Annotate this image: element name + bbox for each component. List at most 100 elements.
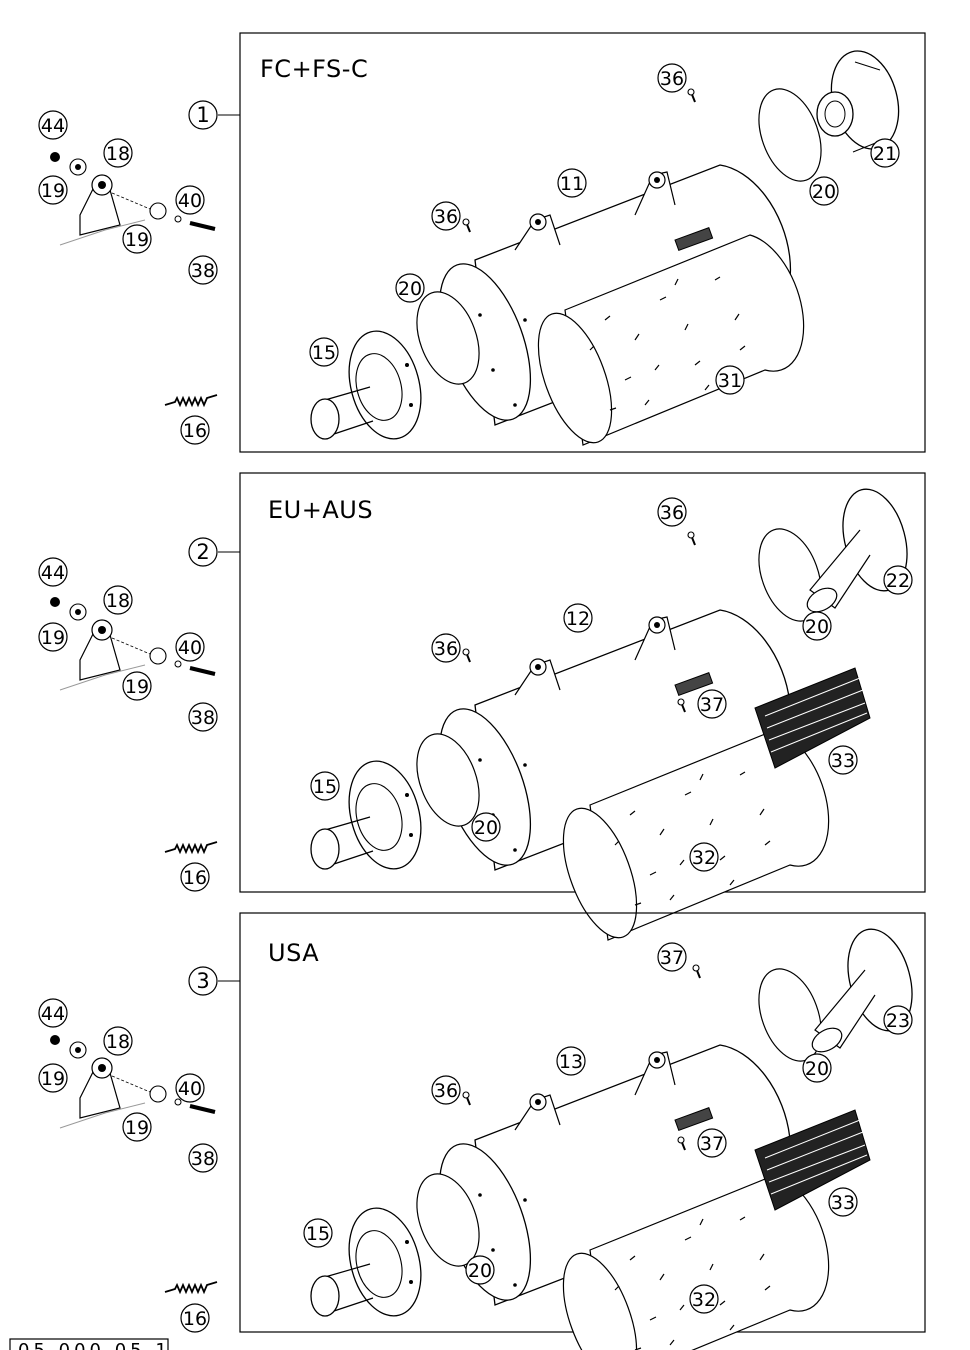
part-number-label: 20 bbox=[468, 1260, 492, 1282]
part-number-label: 38 bbox=[191, 707, 215, 729]
part-number-label: 19 bbox=[41, 1068, 65, 1090]
part-number-label: 36 bbox=[660, 68, 684, 90]
callout-circle bbox=[395, 273, 425, 303]
variant-number: 1 bbox=[196, 103, 209, 127]
variant-number: 2 bbox=[196, 540, 209, 564]
callout-circle bbox=[180, 1303, 210, 1333]
part-number-label: 19 bbox=[125, 1117, 149, 1139]
callout-circle bbox=[38, 998, 68, 1028]
callout-circle bbox=[557, 168, 587, 198]
spring-part bbox=[164, 841, 218, 853]
callout-circle bbox=[38, 1063, 68, 1093]
part-number-label: 15 bbox=[312, 342, 336, 364]
section-1: FC+FS-C 1 bbox=[48, 32, 926, 453]
end-cap-tailpipe bbox=[807, 921, 924, 1058]
part-number-label: 23 bbox=[886, 1010, 910, 1032]
part-number-label: 32 bbox=[692, 1289, 716, 1311]
section-title: FC+FS-C bbox=[260, 55, 368, 83]
screw-part bbox=[462, 648, 471, 663]
callout-circle bbox=[175, 185, 205, 215]
callout-circle bbox=[188, 255, 218, 285]
callout-circle bbox=[431, 201, 461, 231]
part-number-label: 19 bbox=[125, 676, 149, 698]
callout-circle bbox=[103, 585, 133, 615]
callout-circle bbox=[465, 1255, 495, 1285]
callout-circle bbox=[802, 1053, 832, 1083]
callout-circle bbox=[471, 812, 501, 842]
end-cap bbox=[816, 42, 910, 158]
part-number-label: 36 bbox=[434, 1080, 458, 1102]
callout-circle bbox=[828, 745, 858, 775]
part-number-label: 22 bbox=[886, 570, 910, 592]
callout-circle bbox=[38, 622, 68, 652]
part-number-label: 21 bbox=[873, 143, 897, 165]
callout-circle bbox=[689, 842, 719, 872]
callout-circle bbox=[103, 1026, 133, 1056]
callout-circle bbox=[180, 415, 210, 445]
footer-code: 05.000.05.1 bbox=[18, 1340, 171, 1350]
inlet-cap bbox=[310, 752, 433, 878]
variant-callout bbox=[188, 100, 218, 130]
part-number-label: 37 bbox=[660, 947, 684, 969]
part-number-label: 20 bbox=[474, 817, 498, 839]
part-number-label: 15 bbox=[306, 1223, 330, 1245]
callout-circle bbox=[175, 632, 205, 662]
callout-circle bbox=[309, 337, 339, 367]
spring-part bbox=[164, 1281, 218, 1293]
callout-circle bbox=[122, 1112, 152, 1142]
gasket-rear bbox=[746, 959, 834, 1071]
screw-part bbox=[687, 531, 696, 546]
part-number-label: 20 bbox=[812, 181, 836, 203]
screw-part bbox=[462, 1091, 471, 1106]
footer-code-frame bbox=[9, 1338, 169, 1350]
variant-number: 3 bbox=[196, 969, 209, 993]
callout-circle bbox=[556, 1046, 586, 1076]
part-number-label: 20 bbox=[805, 616, 829, 638]
callout-circle bbox=[303, 1218, 333, 1248]
part-number-label: 20 bbox=[398, 278, 422, 300]
gasket-rear bbox=[746, 79, 834, 191]
section-frame bbox=[239, 32, 926, 453]
part-number-label: 33 bbox=[831, 1192, 855, 1214]
part-number-label: 44 bbox=[41, 1003, 65, 1025]
callout-circle bbox=[431, 633, 461, 663]
part-number-label: 38 bbox=[191, 260, 215, 282]
callout-circle bbox=[180, 862, 210, 892]
part-number-label: 18 bbox=[106, 590, 130, 612]
callout-circle bbox=[657, 63, 687, 93]
callout-circle bbox=[715, 365, 745, 395]
callout-circle bbox=[188, 702, 218, 732]
part-number-label: 40 bbox=[178, 1078, 202, 1100]
part-number-label: 44 bbox=[41, 115, 65, 137]
section-title: EU+AUS bbox=[268, 496, 373, 524]
part-number-label: 37 bbox=[700, 694, 724, 716]
part-number-label: 32 bbox=[692, 847, 716, 869]
callout-circle bbox=[122, 671, 152, 701]
callout-circle bbox=[883, 565, 913, 595]
callout-circle bbox=[802, 611, 832, 641]
callout-circle bbox=[657, 497, 687, 527]
part-number-label: 36 bbox=[434, 638, 458, 660]
callout-circle bbox=[563, 603, 593, 633]
callout-circle bbox=[689, 1284, 719, 1314]
part-number-label: 33 bbox=[831, 750, 855, 772]
part-number-label: 11 bbox=[560, 173, 584, 195]
part-number-label: 44 bbox=[41, 562, 65, 584]
screw-part bbox=[692, 964, 701, 979]
callout-circle bbox=[38, 557, 68, 587]
part-number-label: 37 bbox=[700, 1133, 724, 1155]
screw-part bbox=[687, 88, 696, 103]
part-number-label: 40 bbox=[178, 190, 202, 212]
part-number-label: 38 bbox=[191, 1148, 215, 1170]
callout-circle bbox=[38, 175, 68, 205]
callout-circle bbox=[697, 689, 727, 719]
end-cap-tailpipe bbox=[802, 481, 919, 618]
part-number-label: 19 bbox=[125, 229, 149, 251]
part-number-label: 31 bbox=[718, 370, 742, 392]
part-number-label: 16 bbox=[183, 1308, 207, 1330]
callout-circle bbox=[828, 1187, 858, 1217]
callout-circle bbox=[809, 176, 839, 206]
screw-part bbox=[462, 218, 471, 233]
